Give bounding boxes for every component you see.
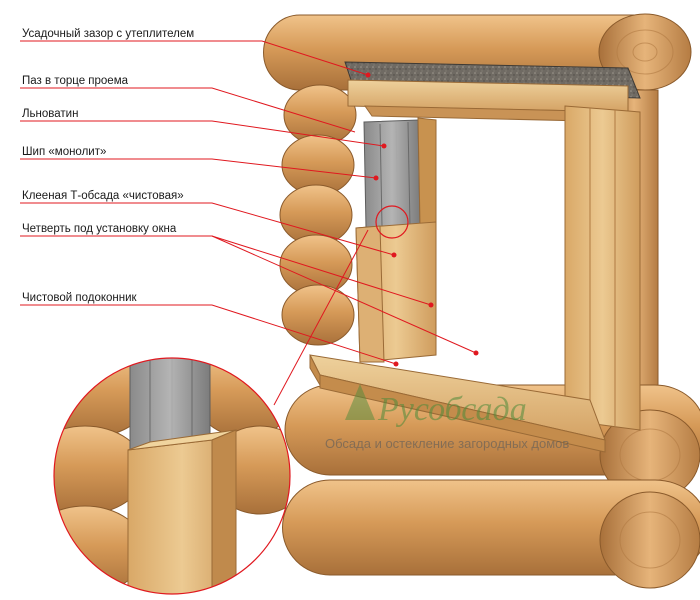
label-tenon: Шип «монолит» [22, 146, 106, 158]
linen-wool-insulation [363, 119, 421, 229]
zoom-inset [53, 357, 291, 595]
tenon-highlight-circle [375, 205, 409, 239]
groove-side [417, 117, 437, 226]
tree-logo-icon [345, 384, 375, 420]
label-quarter: Четверть под установку окна [22, 223, 177, 235]
left-logs [279, 84, 357, 346]
right-frame [564, 105, 641, 431]
watermark-brand: Русобсада [377, 391, 527, 428]
label-sill: Чистовой подоконник [22, 292, 138, 304]
watermark-tagline: Обсада и остекление загородных домов [325, 436, 569, 451]
label-linen-wool: Льноватин [22, 108, 78, 120]
leader-dots [365, 72, 479, 367]
watermark: Русобсада Обсада и остекление загородных… [325, 384, 569, 451]
leader-lines [20, 40, 477, 406]
zoom-circle [53, 357, 291, 595]
label-t-casing: Клееная Т-обсада «чистовая» [22, 190, 184, 202]
label-shrink-gap: Усадочный зазор с утеплителем [22, 28, 194, 40]
label-groove: Паз в торце проема [22, 75, 129, 87]
